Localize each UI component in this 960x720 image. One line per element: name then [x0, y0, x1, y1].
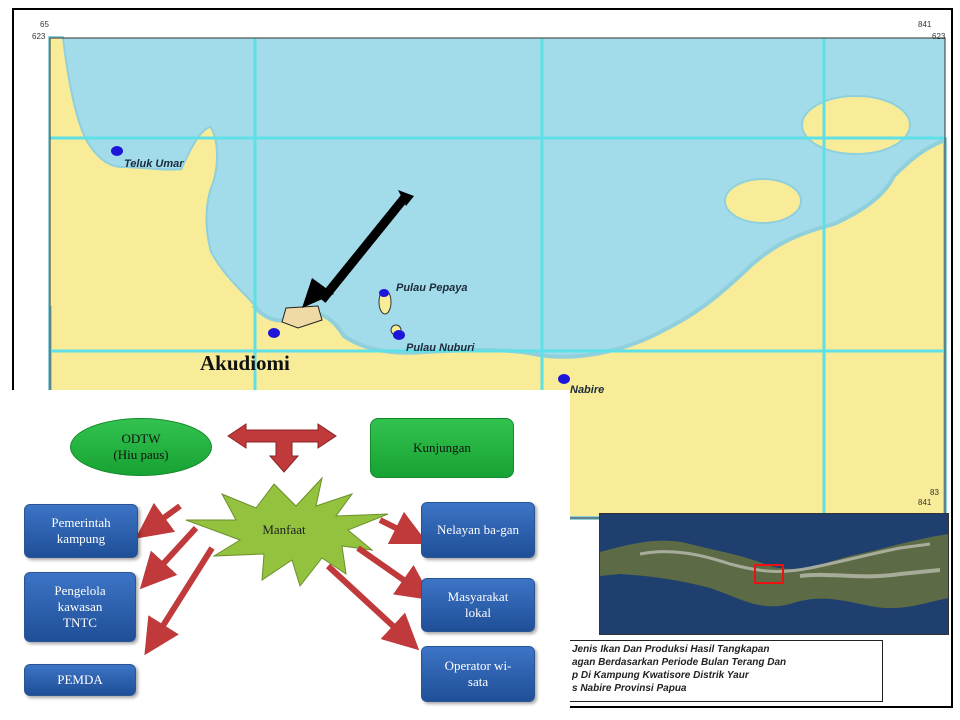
- pemda-node: PEMDA: [24, 664, 136, 696]
- coord-bottom-right-y: 83: [930, 488, 939, 497]
- odtw-sublabel: (Hiu paus): [113, 447, 169, 462]
- inset-satellite-map: [599, 513, 949, 635]
- nelayan-node: Nelayan ba-gan: [421, 502, 535, 558]
- coord-bottom-right-x: 841: [918, 498, 932, 507]
- coord-top-right-y: 623: [932, 32, 946, 41]
- label-nabire: Nabire: [570, 384, 605, 396]
- kunjungan-node: Kunjungan: [370, 418, 514, 478]
- location-arrow: [302, 190, 414, 308]
- map-caption: Jenis Ikan Dan Produksi Hasil Tangkapan …: [567, 640, 883, 702]
- island-east-1: [801, 95, 911, 155]
- label-akudiomi: Akudiomi: [200, 351, 290, 375]
- coord-top-left-x: 65: [40, 20, 49, 29]
- coord-top-right-x: 841: [918, 20, 932, 29]
- west-land: [50, 38, 254, 306]
- caption-line-2: agan Berdasarkan Periode Bulan Terang Da…: [572, 657, 787, 668]
- odtw-node: ODTW(Hiu paus): [70, 418, 212, 476]
- pengelola-node: Pengelola kawasan TNTC: [24, 572, 136, 642]
- akudiomi-area: [281, 305, 323, 329]
- label-pulau-pepaya: Pulau Pepaya: [396, 282, 468, 294]
- island-east-2: [724, 178, 802, 224]
- pemerintah-node: Pemerintah kampung: [24, 504, 138, 558]
- diagram-canvas: [135, 423, 433, 656]
- odtw-label: ODTW: [121, 431, 161, 446]
- manfaat-star: [185, 476, 389, 588]
- benefit-diagram: ODTW(Hiu paus) Kunjungan Manfaat Pemerin…: [0, 390, 570, 720]
- benefit-arrows: [135, 502, 433, 656]
- location-dots: [111, 146, 570, 384]
- manfaat-label: Manfaat: [262, 522, 306, 537]
- coord-top-left-y: 623: [32, 32, 46, 41]
- masyarakat-node: Masyarakat lokal: [421, 578, 535, 632]
- caption-line-4: s Nabire Provinsi Papua: [572, 683, 687, 694]
- label-teluk-umar: Teluk Umar: [124, 158, 184, 170]
- label-pulau-nuburi: Pulau Nuburi: [406, 342, 475, 354]
- caption-line-1: Jenis Ikan Dan Produksi Hasil Tangkapan: [572, 644, 770, 655]
- operator-node: Operator wi-sata: [421, 646, 535, 702]
- caption-line-3: p Di Kampung Kwatisore Distrik Yaur: [572, 670, 749, 681]
- double-arrow: [227, 423, 337, 473]
